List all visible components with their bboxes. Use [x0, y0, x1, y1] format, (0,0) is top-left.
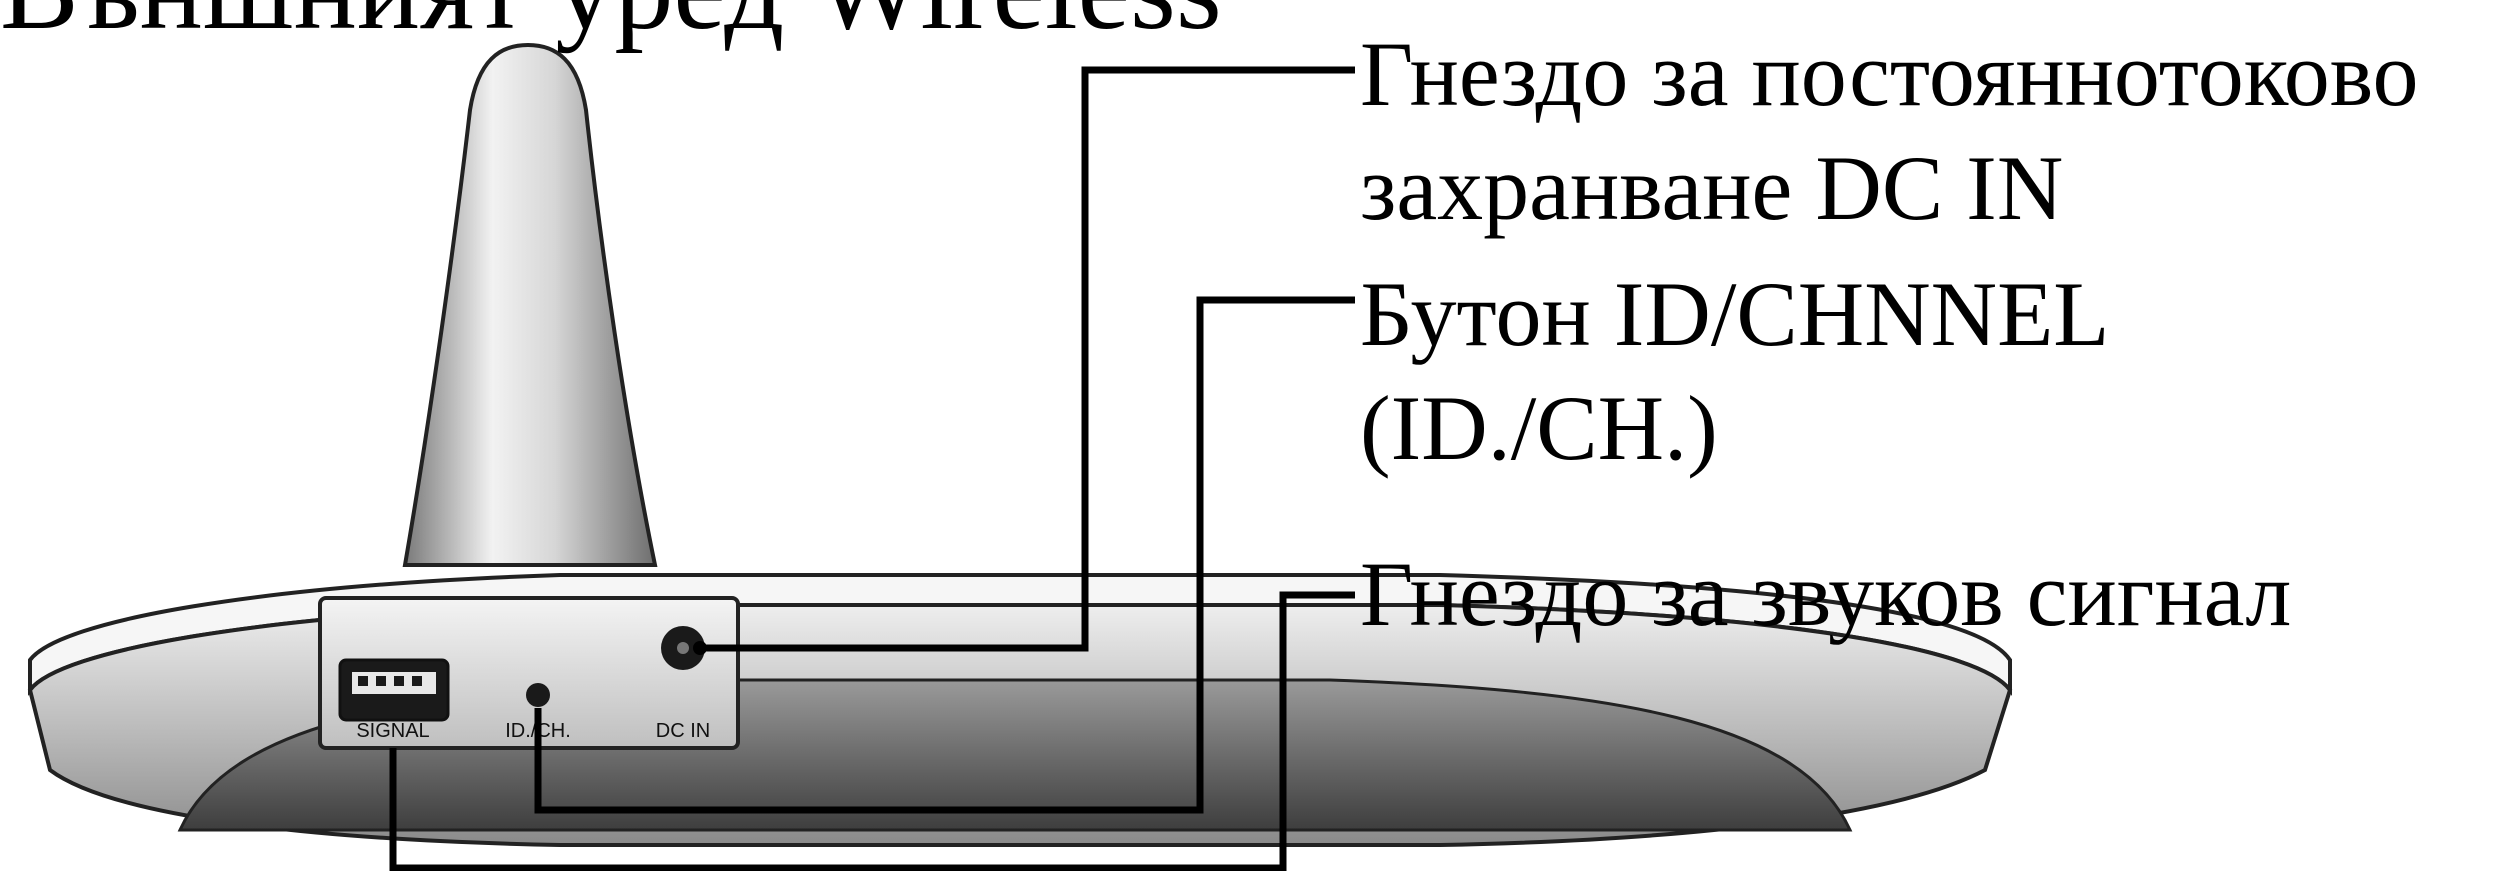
- id-ch-button: [526, 683, 550, 707]
- port-label-dc-in: DC IN: [656, 720, 710, 742]
- port-label-signal: SIGNAL: [356, 720, 429, 742]
- leader-line-dc-in: [700, 66, 1355, 652]
- callout-signal: Гнездо за звуков сигнал: [1360, 543, 2292, 645]
- callout-dc-in-line1: Гнездо за постояннотоково: [1360, 23, 2419, 125]
- callout-id-ch-line2: (ID./CH.): [1360, 377, 1718, 479]
- callout-dc-in-line2: захранване DC IN: [1360, 137, 2064, 239]
- antenna: [402, 42, 658, 567]
- callout-id-ch-line1: Бутон ID/CHNNEL: [1360, 263, 2110, 365]
- leader-line-signal: [389, 591, 1355, 871]
- page-title: Външният уред Wireless: [0, 0, 1222, 48]
- leader-line-id-ch: [534, 296, 1355, 814]
